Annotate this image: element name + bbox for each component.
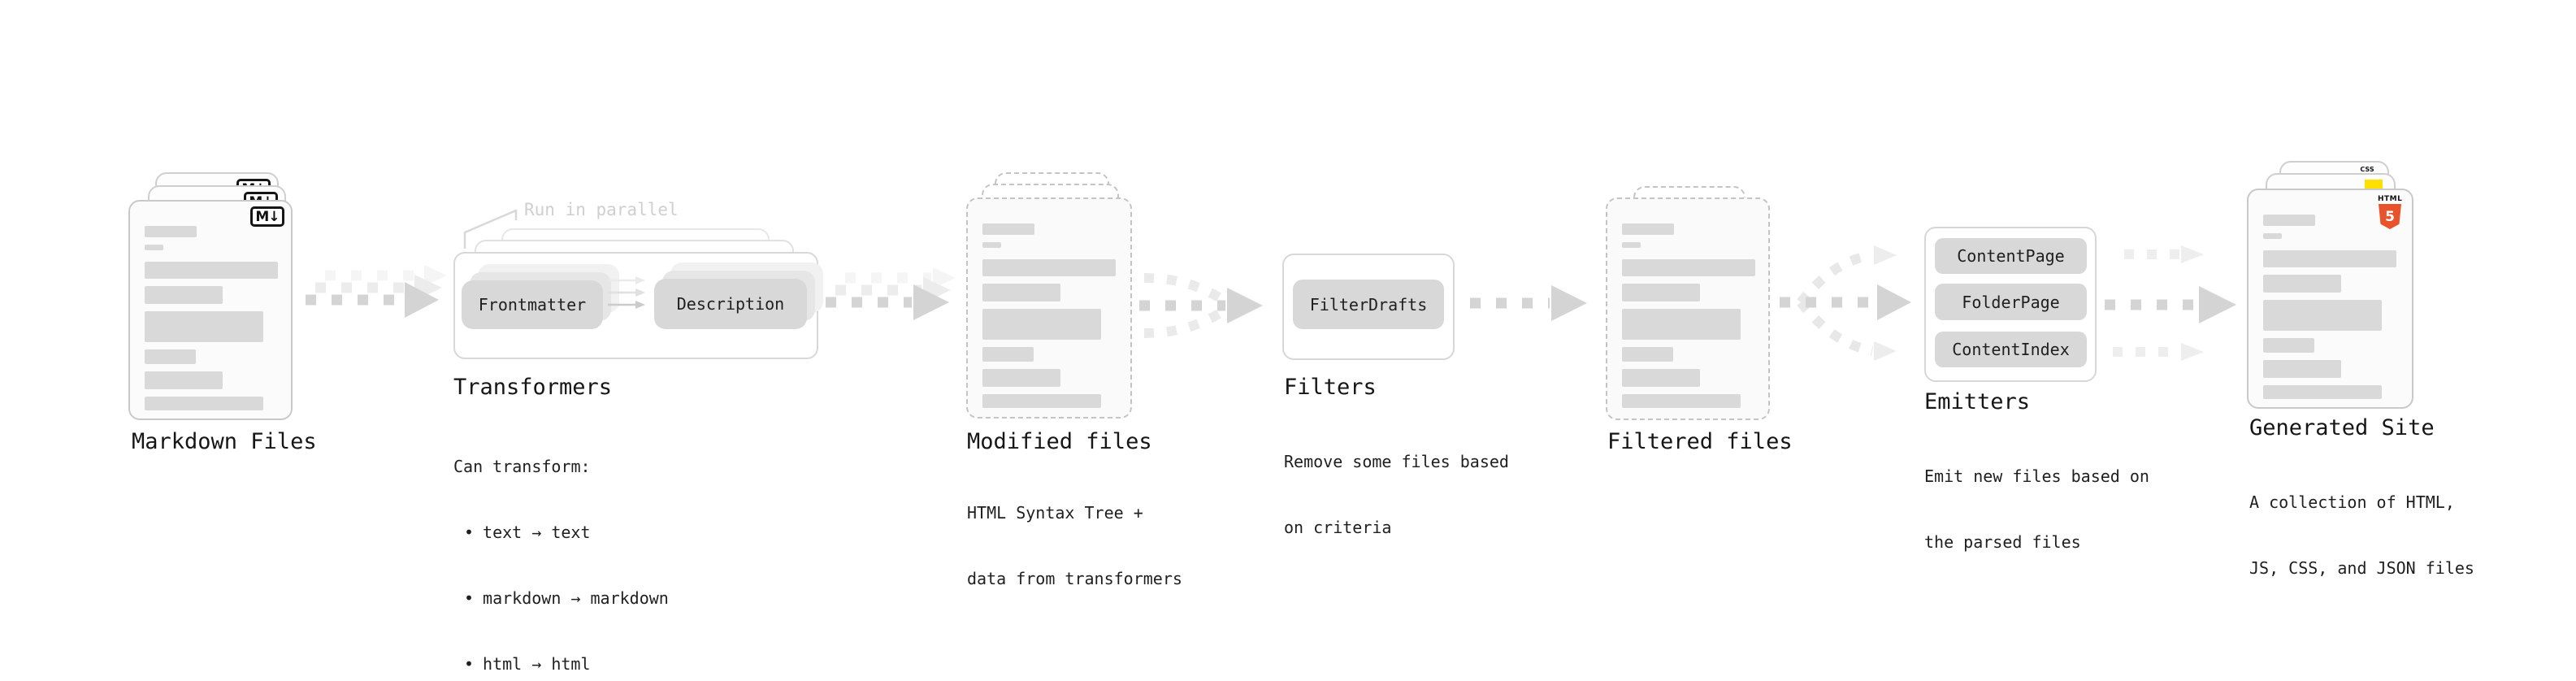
doc-bar — [2263, 233, 2282, 239]
desc-line: A collection of HTML, — [2249, 492, 2455, 512]
doc-bar — [982, 223, 1034, 235]
markdown-icon-text: M↓ — [255, 208, 280, 225]
doc-content-bars — [130, 202, 291, 410]
doc-bar — [1622, 284, 1700, 301]
parallel-arrows-icon — [608, 276, 645, 309]
desc-line: Can transform: — [453, 457, 591, 476]
doc-content-bars — [968, 199, 1130, 408]
folderpage-pill: FolderPage — [1935, 284, 2087, 320]
html5-icon-number: 5 — [2385, 208, 2395, 225]
contentindex-pill-label: ContentIndex — [1952, 340, 2070, 359]
filtered-file-card-front — [1606, 197, 1770, 420]
run-in-parallel-note: Run in parallel — [524, 200, 679, 219]
bullet-text: html → html — [483, 654, 591, 674]
doc-bar — [982, 309, 1101, 340]
bullet-text: text → text — [483, 523, 591, 542]
desc-line: Emit new files based on — [1924, 466, 2149, 486]
bullet-icon: • — [464, 654, 475, 674]
generated-site-label: Generated Site — [2249, 415, 2435, 440]
desc-line: the parsed files — [1924, 532, 2081, 552]
filtered-files-label: Filtered files — [1607, 429, 1793, 454]
transformers-description: Can transform: • text → text • markdown → … — [453, 412, 669, 681]
html5-icon-shield: 5 — [2379, 204, 2401, 229]
doc-bar — [2263, 385, 2382, 399]
contentindex-pill: ContentIndex — [1935, 332, 2087, 367]
description-pill: Description — [654, 279, 807, 329]
flow-arrow-modified-to-filters — [1139, 273, 1263, 338]
emitters-description: Emit new files based on the parsed files — [1924, 422, 2149, 597]
doc-bar — [1622, 259, 1755, 276]
filterdrafts-pill-label: FilterDrafts — [1309, 294, 1428, 314]
doc-content-bars — [1607, 199, 1768, 408]
doc-bar — [982, 242, 1001, 248]
doc-bar — [1622, 242, 1641, 248]
doc-bar — [2263, 215, 2315, 226]
doc-bar — [145, 397, 263, 410]
doc-bar — [145, 311, 263, 342]
desc-line: on criteria — [1284, 518, 1392, 537]
javascript-icon — [2365, 180, 2383, 190]
bullet-icon: • — [464, 588, 475, 608]
doc-bar — [145, 286, 223, 304]
flow-arrow-markdown-to-transformers — [306, 265, 447, 318]
desc-line: HTML Syntax Tree + — [967, 503, 1143, 523]
doc-bar — [1622, 347, 1673, 362]
contentpage-pill-label: ContentPage — [1957, 246, 2065, 266]
markdown-icon: M↓ — [250, 206, 284, 227]
frontmatter-pill-label: Frontmatter — [478, 295, 587, 314]
doc-bar — [1622, 223, 1674, 235]
doc-bar — [982, 369, 1060, 387]
doc-bar — [982, 347, 1034, 362]
doc-bar — [145, 349, 196, 364]
doc-bar — [2263, 360, 2341, 378]
doc-bar — [2263, 300, 2382, 331]
transformers-heading: Transformers — [453, 375, 613, 400]
bullet-icon: • — [464, 523, 475, 542]
markdown-file-card-front: M↓ — [128, 200, 293, 420]
doc-bar — [145, 371, 223, 389]
folderpage-pill-label: FolderPage — [1962, 292, 2060, 312]
bullet-text: markdown → markdown — [483, 588, 669, 608]
doc-bar — [145, 226, 197, 237]
modified-files-description: HTML Syntax Tree + data from transformer… — [967, 458, 1182, 634]
desc-line: JS, CSS, and JSON files — [2249, 558, 2474, 578]
filters-heading: Filters — [1284, 375, 1377, 400]
doc-bar — [1622, 369, 1700, 387]
description-pill-label: Description — [676, 294, 785, 314]
flow-arrow-filtered-to-emitters — [1780, 245, 1911, 361]
filters-description: Remove some files based on criteria — [1284, 407, 1509, 583]
desc-line: data from transformers — [967, 569, 1182, 588]
doc-bar — [2263, 338, 2314, 353]
filterdrafts-pill: FilterDrafts — [1293, 280, 1444, 329]
generated-site-description: A collection of HTML, JS, CSS, and JSON … — [2249, 448, 2474, 623]
site-file-card-front: HTML 5 — [2247, 189, 2413, 409]
doc-bar — [1622, 309, 1741, 340]
doc-bar — [2263, 250, 2396, 267]
doc-content-bars — [2249, 190, 2412, 399]
flow-arrow-filters-to-filtered — [1470, 285, 1587, 321]
flow-arrow-transformers-to-modified — [826, 267, 956, 320]
frontmatter-pill: Frontmatter — [462, 280, 603, 329]
transform-bullet: • text → text — [453, 522, 669, 544]
doc-bar — [145, 262, 278, 279]
transform-bullet: • markdown → markdown — [453, 588, 669, 609]
emitters-heading: Emitters — [1924, 389, 2031, 414]
transform-bullet: • html → html — [453, 653, 669, 675]
markdown-files-label: Markdown Files — [132, 429, 317, 454]
html5-icon: HTML 5 — [2378, 195, 2402, 229]
doc-bar — [982, 284, 1060, 301]
flow-arrow-emitters-to-site — [2105, 245, 2236, 361]
contentpage-pill: ContentPage — [1935, 238, 2087, 274]
html5-icon-word: HTML — [2378, 195, 2403, 203]
desc-line: Remove some files based — [1284, 452, 1509, 471]
doc-bar — [145, 245, 163, 250]
doc-bar — [982, 259, 1116, 276]
css-icon-text: CSS — [2360, 166, 2374, 173]
run-in-parallel-callout-line — [463, 209, 518, 249]
modified-file-card-front — [966, 197, 1132, 419]
doc-bar — [2263, 275, 2341, 293]
modified-files-label: Modified files — [967, 429, 1152, 454]
doc-bar — [1622, 394, 1741, 408]
doc-bar — [982, 394, 1101, 408]
